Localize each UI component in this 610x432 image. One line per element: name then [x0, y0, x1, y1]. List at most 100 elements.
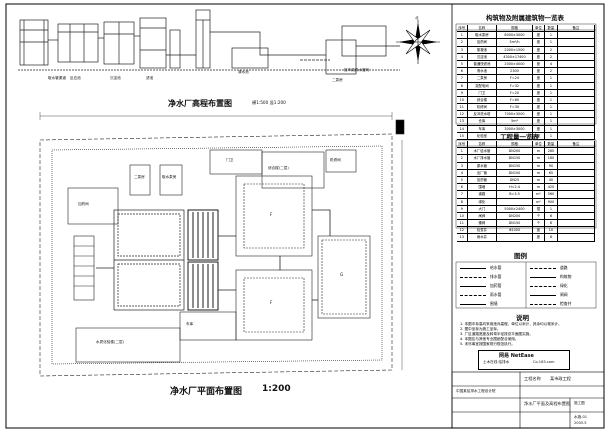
table-cell: [558, 169, 596, 176]
table-cell: 原水管: [468, 162, 498, 169]
legend-symbol: [460, 286, 486, 287]
table-cell: 单位: [533, 25, 546, 32]
table-cell: F=24: [497, 75, 533, 82]
sheet-no: 水施-01: [574, 415, 588, 419]
profile-label-7: 接市政供水管网: [344, 68, 370, 72]
table-cell: [558, 227, 596, 234]
site-boundary: [39, 133, 393, 377]
legend-label: 道路: [560, 265, 568, 270]
table-cell: 13: [457, 118, 468, 125]
table-cell: 检查井: [468, 227, 498, 234]
elevation-profile: [18, 9, 400, 75]
table-cell: 普通快滤池: [468, 60, 498, 68]
table-cell: 2000×4000: [497, 60, 533, 68]
table-cell: 座: [533, 39, 546, 46]
table-header-row: 序号名称规格单位数量备注: [457, 25, 596, 33]
table-cell: F=30: [497, 104, 533, 111]
table-cell: 座: [533, 68, 546, 75]
table-cell: 沉淀池: [468, 53, 498, 60]
table-cell: 5: [457, 60, 468, 68]
table-cell: [497, 198, 533, 205]
notes: 1. 本图中标高均采用绝对高程，单位以米计，其余均以毫米计。2. 图中坐标为施工…: [460, 322, 600, 347]
table-cell: [558, 132, 596, 139]
table-cell: 综合楼: [468, 96, 498, 104]
table-cell: 10: [457, 212, 468, 220]
clear-well: [231, 47, 269, 69]
table-cell: [497, 132, 533, 139]
table-cell: 机修间: [468, 104, 498, 111]
table-cell: 座: [533, 75, 546, 82]
inner-road: [51, 145, 383, 365]
table-cell: 蝶阀: [468, 220, 498, 227]
table-cell: 规格: [497, 141, 533, 148]
table-cell: 6: [457, 184, 468, 191]
table-cell: 7: [457, 75, 468, 82]
table-cell: DN200: [497, 148, 533, 155]
table-cell: 2300: [497, 68, 533, 75]
table-cell: 取水泵房: [468, 32, 498, 39]
profile-label-5: 二泵房: [332, 78, 343, 82]
table-cell: 7: [457, 191, 468, 198]
table-cell: 水厂给水管: [468, 148, 498, 155]
label-pump: 二泵房: [134, 175, 145, 179]
legend-item: 加药管: [458, 282, 524, 290]
table-cell: 大门: [468, 205, 498, 212]
label-office: 综合楼(二层): [268, 166, 289, 170]
table-cell: 座: [533, 60, 546, 68]
table-cell: 15: [457, 132, 468, 139]
stamp-line1: 土木在线·给排水: [483, 360, 510, 364]
table-cell: 门卫: [468, 89, 498, 96]
filter-blocks: [113, 209, 185, 311]
table-cell: 9: [457, 89, 468, 96]
tank-g: [317, 235, 371, 319]
rail-pattern: [187, 209, 219, 311]
table-cell: 420: [545, 184, 558, 191]
table-cell: 1: [457, 32, 468, 39]
table-cell: [558, 176, 596, 184]
small-building-2: [159, 164, 183, 196]
table-cell: 2: [457, 39, 468, 46]
table-cell: 座: [533, 227, 546, 234]
profile-label-4: 滤池: [146, 76, 154, 80]
table-cell: [558, 220, 596, 227]
label-tank-f1: F: [270, 212, 273, 217]
table-cell: 4: [457, 53, 468, 60]
table-cell: [558, 205, 596, 212]
table-cell: H=2.4: [497, 184, 533, 191]
table-cell: 名称: [468, 25, 498, 32]
table-cell: DN200: [497, 212, 533, 220]
table-cell: m²: [533, 191, 546, 198]
legend-table-grid: [455, 261, 597, 309]
table-cell: 1: [545, 82, 558, 89]
table-cell: 8000×3000: [497, 32, 533, 39]
table-cell: 40: [545, 176, 558, 184]
table-cell: 5: [457, 176, 468, 184]
table-cell: 1: [545, 75, 558, 82]
legend: 给水管排水管加药管雨水管围墙道路构筑物绿化闸阀检查井: [458, 264, 594, 310]
table-cell: [558, 111, 596, 118]
table-cell: 备注: [558, 25, 596, 32]
label-chem: 加药间: [78, 202, 89, 206]
table-cell: DN25: [497, 176, 533, 184]
table-cell: F=20: [497, 89, 533, 96]
table-cell: 座: [533, 118, 546, 125]
table-cell: 10: [457, 96, 468, 104]
table-cell: [558, 198, 596, 205]
materials-table-title: 工程量一览表: [500, 133, 539, 141]
table-cell: [558, 191, 596, 198]
legend-item: 闸阀: [528, 291, 594, 299]
table-cell: [558, 104, 596, 111]
table-cell: [558, 212, 596, 220]
table-cell: 1: [545, 32, 558, 39]
